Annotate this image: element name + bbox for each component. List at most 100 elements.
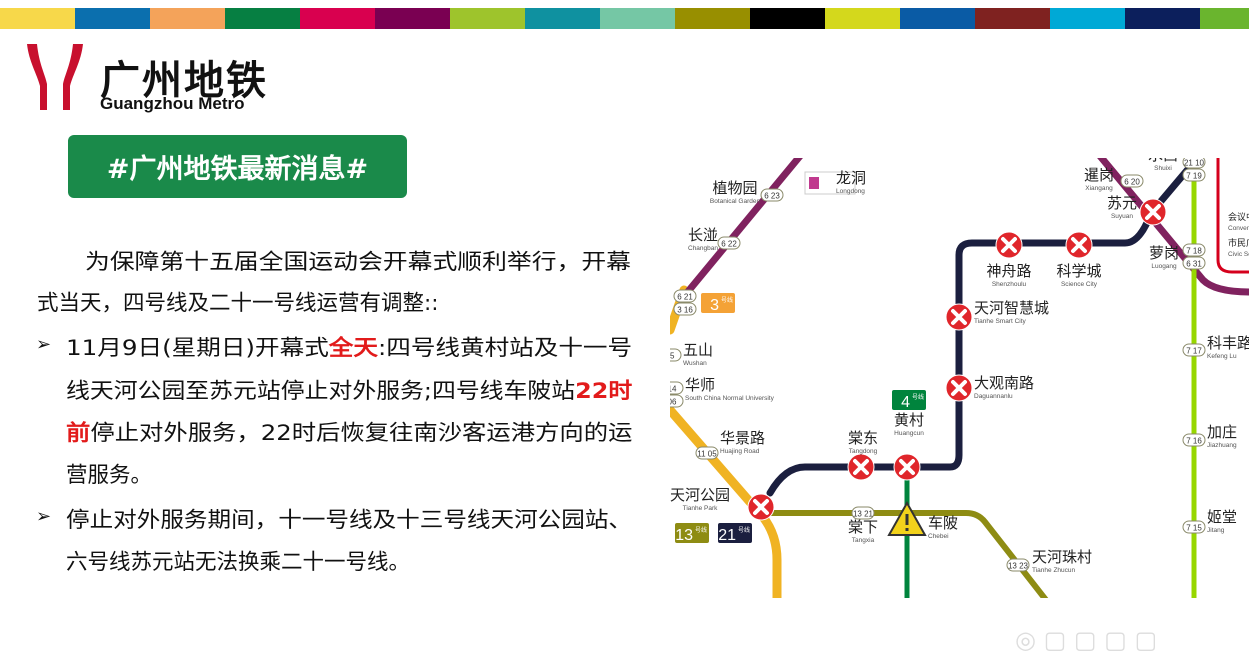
line-badge <box>892 390 926 410</box>
station: 水西Shuixi21 107 19 <box>1148 158 1206 182</box>
line-color-swatch <box>75 8 150 29</box>
station-code: 7 15 <box>1186 524 1202 533</box>
line-color-swatch <box>450 8 525 29</box>
notice-text-segment: 式当天，四号线及二十一号线运营有调整:: <box>37 291 439 316</box>
line-color-strip <box>0 8 1249 29</box>
station-name-en: Chebei <box>928 533 949 540</box>
station-name-en: Kefeng Lu <box>1207 353 1237 360</box>
station: 五山Wushan15 <box>670 341 713 367</box>
station-name-en: Luogang <box>1151 263 1177 270</box>
tram-icon <box>809 177 819 189</box>
station-name: 车陂 <box>928 514 958 532</box>
station-name: 加庄 <box>1207 423 1237 441</box>
line-badge-label: 号线 <box>912 393 924 401</box>
line-color-swatch <box>1125 8 1200 29</box>
station-name: 科丰路 <box>1207 334 1249 352</box>
notice-line: 营服务。 <box>66 458 152 489</box>
station-code: 7 16 <box>1186 437 1202 446</box>
notice-line: 11月9日(星期日)开幕式全天:四号线黄村站及十一号 <box>66 331 632 362</box>
line-color-swatch <box>1200 8 1249 29</box>
notice-line: 式当天，四号线及二十一号线运营有调整:: <box>37 286 439 317</box>
line-color-swatch <box>375 8 450 29</box>
station-name: 会议中 <box>1228 211 1249 223</box>
notice-line: 为保障第十五届全国运动会开幕式顺利举行，开幕 <box>85 245 631 276</box>
line-badge-number: 21 <box>718 527 736 544</box>
station: 市民广Civic Squ <box>1228 237 1249 258</box>
line-color-swatch <box>750 8 825 29</box>
station-code-badge <box>1182 343 1206 357</box>
station-code-badge <box>760 188 784 202</box>
line-color-swatch <box>900 8 975 29</box>
station-code-badge <box>1006 558 1030 572</box>
station-code-badge <box>670 381 684 395</box>
station-name-en: Science City <box>1061 281 1098 288</box>
line13-route <box>760 510 1049 598</box>
station-name: 天河珠村 <box>1032 548 1092 566</box>
station-code-badge <box>1182 158 1206 169</box>
line-color-swatch <box>225 8 300 29</box>
station-name: 棠下 <box>848 518 878 536</box>
line6-route <box>677 158 1249 304</box>
highlight-text: 前 <box>66 421 91 446</box>
station-code: 15 <box>670 352 675 361</box>
station-code: 14 <box>670 385 677 394</box>
station-code: 3 16 <box>677 306 693 315</box>
notice-line: 前停止对外服务，22时后恢复往南沙客运港方向的运 <box>66 416 632 447</box>
station-code-badge <box>1120 174 1144 188</box>
line-badge-number: 3 <box>710 297 719 314</box>
station-name-en: Shenzhoulu <box>992 281 1027 288</box>
notice-line: 停止对外服务期间，十一号线及十三号线天河公园站、 <box>66 503 632 534</box>
line-color-swatch <box>675 8 750 29</box>
station-code-badge <box>673 289 697 303</box>
station-name: 龙洞 <box>836 169 866 187</box>
station-code: 21 10 <box>1184 159 1205 168</box>
station-name-en: Shuixi <box>1154 165 1172 172</box>
station-name-en: Tangxia <box>852 537 875 544</box>
station-name: 华师 <box>685 376 715 394</box>
highlight-text: 22时 <box>575 379 633 404</box>
station-code-badge <box>695 446 719 460</box>
station-name-en: Botanical Garden <box>710 198 761 205</box>
station-name-en: Jitang <box>1207 527 1225 534</box>
line-badge-label: 号线 <box>721 296 733 304</box>
station-code: 6 23 <box>764 192 780 201</box>
station-code: 7 18 <box>1186 247 1202 256</box>
station-name: 萝岗 <box>1149 244 1179 262</box>
station-name: 五山 <box>683 341 713 359</box>
station-name-en: Xiangang <box>1085 185 1113 192</box>
station-code: 13 23 <box>1008 562 1029 571</box>
station-code-badge <box>670 348 682 362</box>
station-name: 华景路 <box>720 429 765 447</box>
logo-subtitle: Guangzhou Metro <box>100 94 245 113</box>
notice-text-segment: 为保障第十五届全国运动会开幕式顺利举行，开幕 <box>85 250 632 275</box>
line-color-swatch <box>825 8 900 29</box>
station-code: 7 19 <box>1186 172 1202 181</box>
station-name: 神舟路 <box>986 262 1031 280</box>
notice-text-segment: 营服务。 <box>66 463 153 488</box>
notice-line: 六号线苏元站无法换乘二十一号线。 <box>66 545 410 576</box>
line-badge-label: 号线 <box>738 526 750 534</box>
station-name-en: South China Normal University <box>685 395 775 402</box>
closed-cross-icon <box>899 459 915 475</box>
station-code: 6 22 <box>721 240 737 249</box>
watermark: ◎ ▢ ▢ ▢ ▢ <box>1015 626 1158 654</box>
station: 6 213 16 <box>673 289 697 316</box>
station-name: 长湴 <box>688 226 718 244</box>
station-name: 苏元 <box>1107 194 1137 212</box>
line-color-swatch <box>975 8 1050 29</box>
station-code: 6 20 <box>1124 178 1140 187</box>
notice-text-segment: 六号线苏元站无法换乘二十一号线。 <box>66 550 411 575</box>
station-code-badge <box>851 506 875 520</box>
